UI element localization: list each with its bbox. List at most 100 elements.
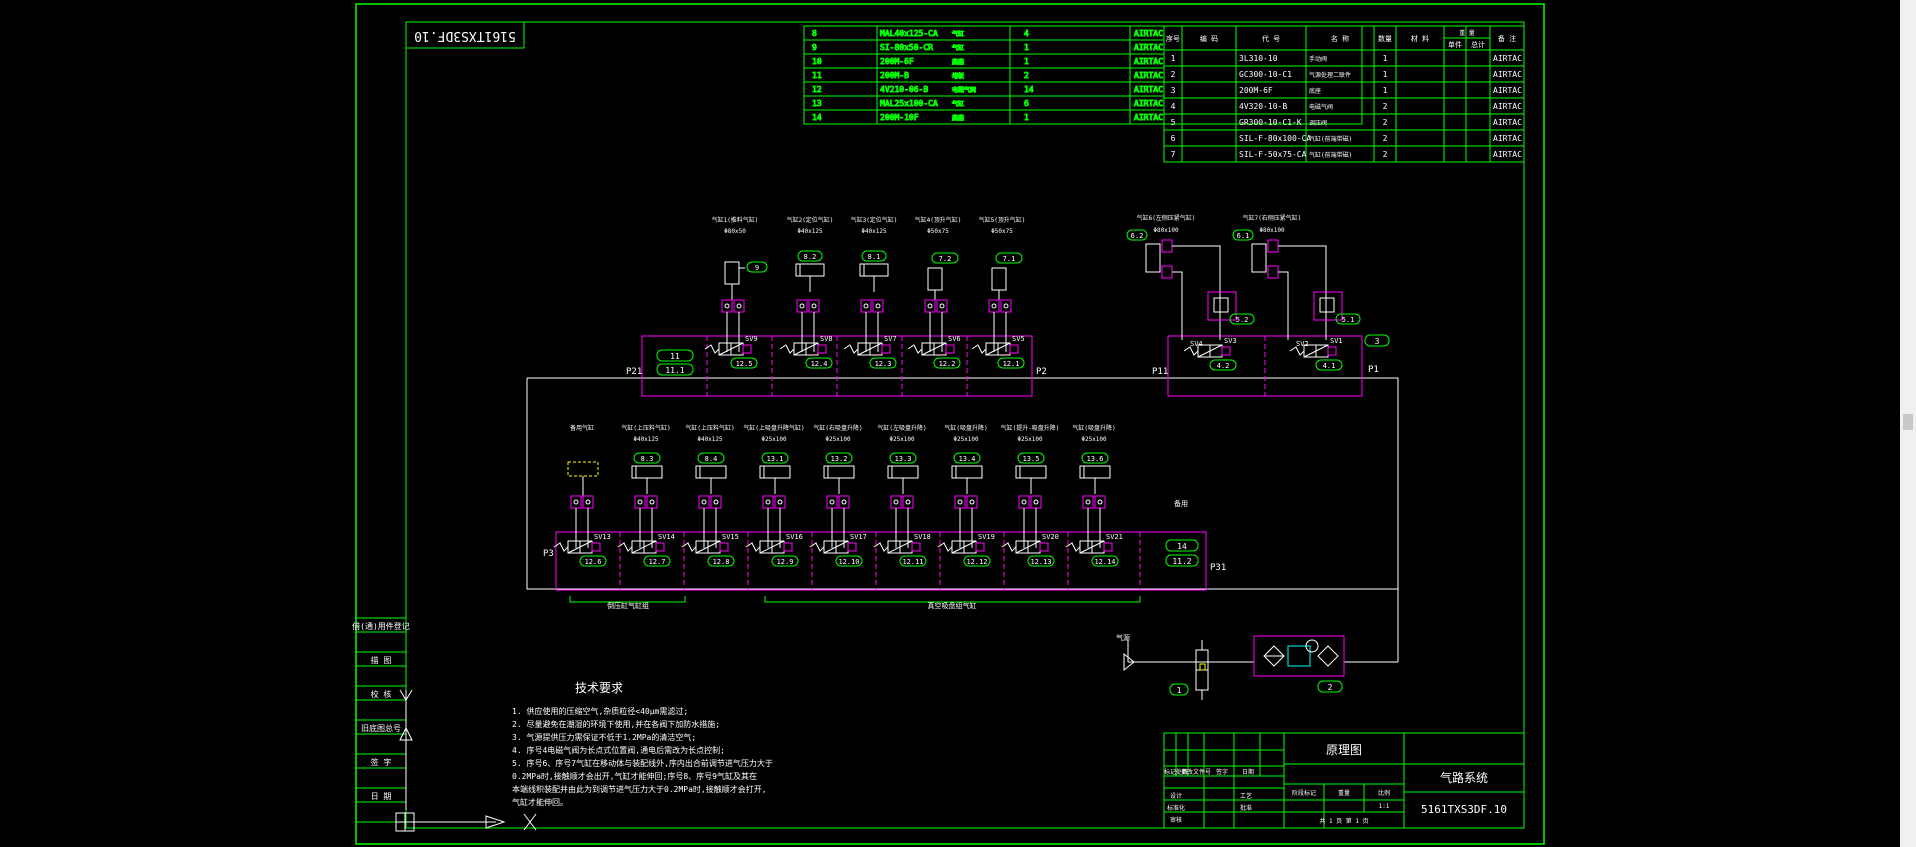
port-p2: P2 — [1036, 367, 1047, 377]
port-p11: P11 — [1152, 367, 1168, 377]
scrollbar-thumb[interactable] — [1903, 414, 1913, 430]
bom-right-no: 7 — [1171, 150, 1176, 159]
bom-right-code: 200M-6F — [1239, 86, 1273, 95]
drawing-stroke — [1165, 539, 1199, 552]
drawing-stroke — [656, 349, 694, 362]
bom-left-code: 200M-10F — [880, 113, 919, 122]
bom-left-brand: AIRTAC — [1134, 43, 1163, 52]
bottom-cylinder-title: 气缸(上压料气缸) — [685, 424, 734, 432]
drawing-stroke — [634, 495, 646, 509]
bottom-cylinder-title: 气缸(左吸盘升降) — [877, 424, 926, 432]
drawing-stroke — [1017, 452, 1045, 464]
valve-body — [1209, 344, 1223, 358]
bom-right-header: 总计 — [1471, 40, 1485, 49]
top-cylinder-title: 气缸2(定位气缸) — [787, 216, 834, 224]
drawing-stroke — [1172, 271, 1183, 340]
drawing-stroke — [1253, 635, 1345, 677]
drawing-stroke — [771, 555, 799, 567]
drawing-stroke — [1317, 645, 1339, 667]
drawing-stroke — [567, 540, 593, 554]
valve-body — [921, 342, 935, 356]
drawing-stroke — [1199, 663, 1206, 671]
drawing-stroke — [911, 542, 921, 552]
drawing-stroke — [1082, 495, 1094, 509]
bom-left-name: 气缸 — [952, 100, 964, 108]
drawing-stroke — [971, 344, 987, 354]
drawing-stroke — [405, 21, 525, 49]
drawing-stroke — [1315, 359, 1343, 371]
sheet-label: 共 1 页 第 1 页 — [1319, 817, 1368, 825]
drawing-stroke — [1001, 542, 1017, 552]
drawing-stroke — [1207, 291, 1237, 321]
source-tag-1: 1 — [1177, 686, 1182, 695]
valve-sv-label: SV7 — [884, 335, 897, 343]
drawing-stroke — [991, 303, 997, 309]
drawing-stroke — [777, 499, 783, 505]
drawing-stroke — [1169, 683, 1189, 696]
bom-left-code: SI-80x50-CR — [880, 43, 933, 52]
drawing-stroke — [1317, 680, 1343, 693]
drawing-stroke — [825, 452, 853, 464]
drawing-stroke — [570, 495, 582, 509]
bom-right-code: GR300-10-C1-K — [1239, 118, 1302, 127]
drawing-stroke — [1039, 542, 1049, 552]
drawing-stroke — [966, 495, 978, 509]
valve-number: 12.2 — [939, 360, 956, 368]
drawing-stroke — [710, 495, 722, 509]
bom-left-qty: 1 — [1024, 57, 1029, 66]
drawing-stroke — [931, 252, 959, 264]
drawing-stroke — [829, 499, 835, 505]
bom-left-no: 12 — [812, 85, 822, 94]
title-block: 原理图 气路系统 5161TXS3DF.10 阶段标记 重量 比例 1:1 共 … — [1163, 732, 1525, 829]
drawing-stroke — [585, 499, 591, 505]
drawing-stroke — [695, 540, 721, 554]
bottom-block: 14 11.2 备用 — [1165, 499, 1199, 567]
drawing-stroke — [887, 540, 913, 554]
bom-right-name: 调压阀 — [1309, 119, 1327, 127]
drawing-stroke — [857, 342, 883, 356]
drawing-stroke — [835, 555, 863, 567]
drawing-stroke — [733, 299, 745, 313]
drawing-stroke — [793, 342, 819, 356]
valve-number: 12.10 — [838, 558, 859, 566]
drawing-stroke — [1000, 299, 1012, 313]
valve-sv-label: SV8 — [820, 335, 833, 343]
drawing-title: 原理图 — [1326, 743, 1362, 757]
drawing-stroke — [945, 344, 955, 354]
drawing-stroke — [1165, 554, 1199, 567]
drawing-stroke — [721, 299, 733, 313]
drawing-stroke — [704, 344, 720, 354]
drawing-stroke — [707, 555, 735, 567]
drawing-stroke — [969, 499, 975, 505]
bottom-cylinder-title: 气缸(吸盘升降) — [944, 424, 987, 432]
valve-number: 4.1 — [1323, 362, 1336, 370]
cylinder-tag: 7.1 — [1003, 255, 1016, 263]
drawing-stroke — [1161, 239, 1173, 253]
drawing-stroke — [924, 299, 936, 313]
valve-sv-label: SV5 — [1012, 335, 1025, 343]
drawing-stroke — [746, 261, 768, 273]
drawing-stroke — [718, 342, 744, 356]
tech-line: 5. 序号6、序号7气缸在移动体与装配线外,序内出合前调节进气压力大于 — [512, 758, 773, 768]
drawing-stroke — [523, 813, 537, 831]
title-block-cell: 更改文件号 — [1181, 768, 1211, 776]
drawing-stroke — [805, 357, 833, 369]
bottom-block-a: 14 — [1177, 542, 1187, 551]
right-group-tag: 3 — [1364, 334, 1390, 347]
bom-right-name: 气源处理二联件 — [1309, 71, 1351, 79]
bottom-cylinder-size: Φ40x125 — [633, 436, 659, 443]
bom-right-code: 4V320-10-B — [1239, 102, 1287, 111]
bottom-label-2: 真空吸盘组气缸 — [928, 601, 977, 610]
drawing-stroke — [1097, 499, 1103, 505]
cylinder-body — [927, 267, 943, 291]
drawing-stroke — [847, 542, 857, 552]
valve-number: 12.13 — [1030, 558, 1051, 566]
drawing-stroke — [1287, 645, 1311, 667]
bom-left-no: 11 — [812, 71, 822, 80]
valve-body — [1027, 540, 1041, 554]
drawing-stroke — [582, 495, 594, 509]
vertical-scrollbar[interactable] — [1900, 0, 1916, 847]
valve-body — [951, 540, 965, 554]
bom-left-brand: AIRTAC — [1134, 85, 1163, 94]
drawing-stroke — [764, 596, 1141, 603]
